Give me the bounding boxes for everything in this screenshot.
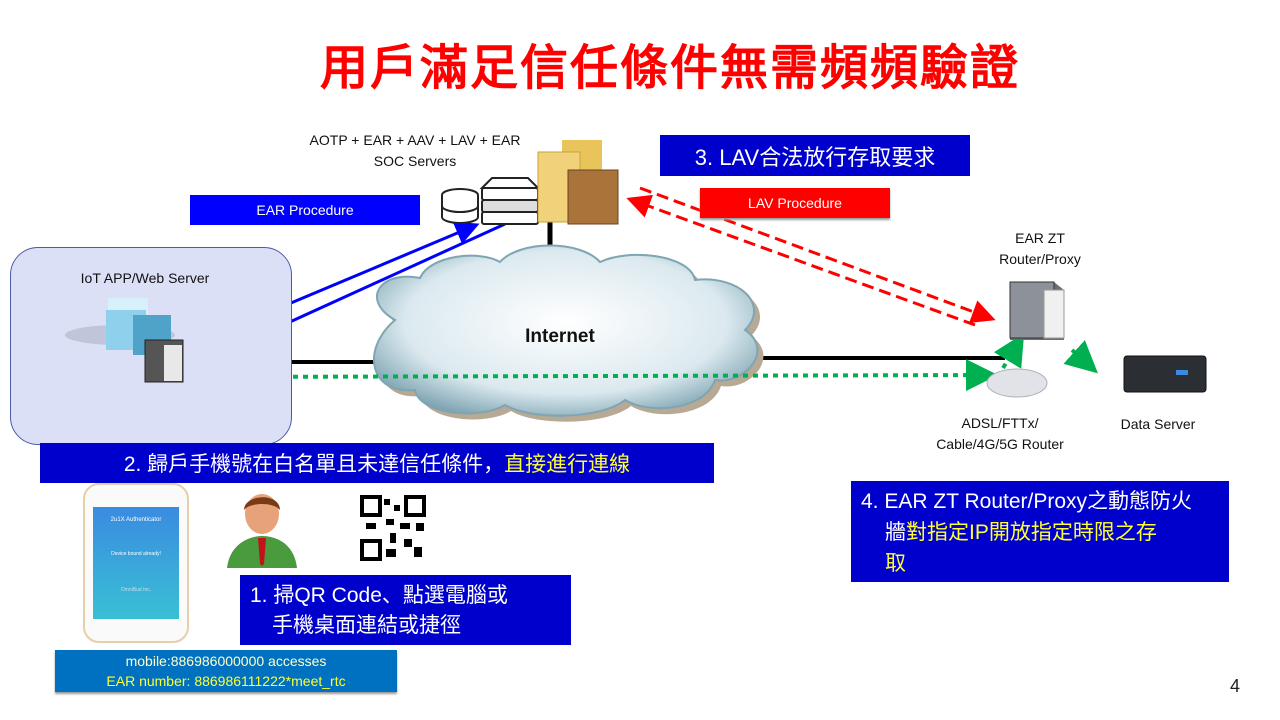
iot-server-label: IoT APP/Web Server [80,270,210,286]
data-server-icon [1123,355,1207,393]
office-buildings-icon [537,140,619,225]
step1-line2: 手機桌面連結或捷徑 [272,614,461,637]
step3-box: 3. LAV合法放行存取要求 [660,135,970,176]
data-server-label: Data Server [1120,416,1196,432]
phone-icon: 2u1X Authenticator Device bound already!… [83,483,189,643]
step2-box: 2. 歸戶手機號在白名單且未達信任條件，直接進行連線 [40,443,714,483]
step1-line1: 1. 掃QR Code、點選電腦或 [250,584,508,607]
ear-router-line1: EAR ZT [1015,230,1065,246]
step4-line1: 4. EAR ZT Router/Proxy之動態防火 [861,486,1219,517]
step4-highlight: 對指定IP開放指定時限之存 [906,521,1157,544]
phone-screen: 2u1X Authenticator Device bound already!… [93,507,179,619]
iot-server-icon [65,298,184,383]
data-path-to-proxy [993,333,1025,370]
ear-procedure-label: EAR Procedure [190,195,420,225]
lav-arrow-to-soc [626,194,976,327]
ear-router-label: EAR ZT Router/Proxy [975,228,1105,270]
home-router-label: ADSL/FTTx/ Cable/4G/5G Router [920,413,1080,455]
data-path-to-data-server [1063,340,1098,374]
step4-line2: 牆對指定IP開放指定時限之存 [861,517,1219,548]
step4-text-2: 牆 [885,521,906,544]
mobile-number-text: mobile:886986000000 accesses [125,653,327,669]
phone-brand: OmniBud Inc. [120,587,152,593]
home-router-line2: Cable/4G/5G Router [936,436,1064,452]
internet-label: Internet [525,326,595,347]
step4-highlight-2: 取 [885,552,906,575]
phone-status: Device bound already! [111,551,161,557]
page-number: 4 [1230,676,1241,696]
qr-code-icon [360,495,426,561]
mobile-info-box: mobile:886986000000 accesses EAR number:… [55,650,397,692]
ear-number-text: EAR number: 886986111222*meet_rtc [106,673,346,689]
home-router-icon [986,368,1048,398]
ear-router-line2: Router/Proxy [999,251,1081,267]
page-title: 用戶滿足信任條件無需頻頻驗證 [319,40,1020,96]
lav-arrow-to-router [639,186,996,323]
home-router-line1: ADSL/FTTx/ [961,415,1039,431]
soc-servers-line2: SOC Servers [373,153,457,169]
step4-box: 4. EAR ZT Router/Proxy之動態防火 牆對指定IP開放指定時限… [851,481,1229,582]
data-path-line [202,359,998,392]
internet-cloud-icon [372,244,764,422]
step1-box: 1. 掃QR Code、點選電腦或 手機桌面連結或捷徑 [240,575,571,645]
step2-highlight: 直接進行連線 [504,453,631,476]
soc-servers-label: AOTP + EAR + AAV + LAV + EAR SOC Servers [295,130,535,172]
user-avatar-icon [227,494,297,568]
soc-servers-icon [441,140,619,225]
step2-text: 2. 歸戶手機號在白名單且未達信任條件， [123,453,505,476]
phone-app-title: 2u1X Authenticator [110,517,162,523]
ear-router-server-icon [1009,281,1065,340]
lav-procedure-label: LAV Procedure [700,188,890,218]
database-icon [441,188,479,224]
soc-servers-line1: AOTP + EAR + AAV + LAV + EAR [309,132,521,148]
iot-server-group [10,247,292,445]
step4-text: 4. EAR ZT Router/Proxy之動態防火 [861,490,1193,513]
rack-server-icon [479,177,541,225]
